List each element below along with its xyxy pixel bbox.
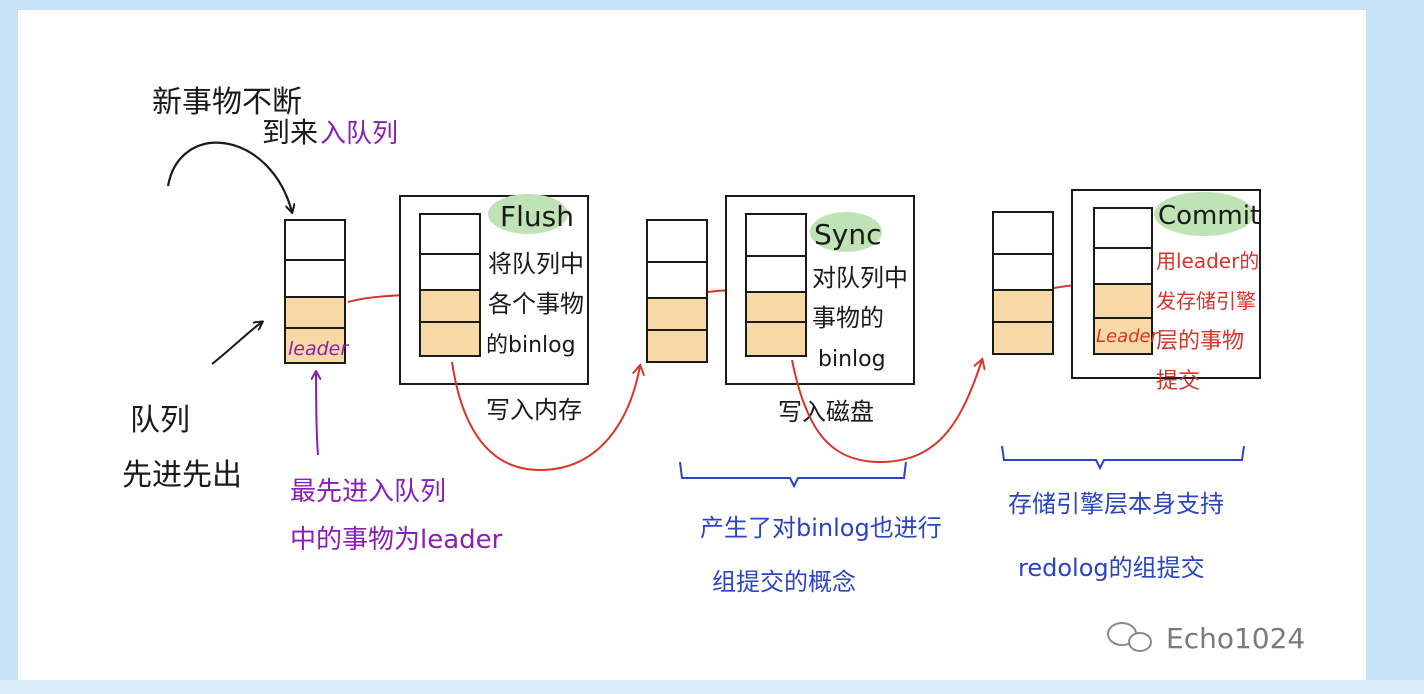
sync-below-text: 写入磁盘 (778, 398, 874, 426)
sync-desc-line3: binlog (818, 347, 886, 372)
bottom-strip (0, 680, 1424, 694)
commit-desc-line2: 发存储引擎 (1156, 289, 1256, 313)
queue-1 (284, 219, 346, 364)
first-in-text-line2: 中的事物为leader (290, 525, 503, 555)
commit-desc-line3: 层的事物 (1156, 329, 1244, 354)
first-in-text-line1: 最先进入队列 (290, 477, 446, 507)
leader-label-3: Leader (1096, 326, 1160, 347)
flush-desc-line1: 将队列中 (488, 250, 584, 278)
commit-desc-line4: 提交 (1156, 369, 1200, 394)
flush-desc-line2: 各个事物 (488, 290, 584, 318)
leader-label-1: leader (288, 338, 349, 360)
sync-brace (679, 461, 907, 489)
commit-note-line1: 存储引擎层本身支持 (1008, 490, 1224, 518)
commit-brace (1001, 445, 1245, 471)
commit-note-line2: redolog的组提交 (1018, 554, 1205, 582)
sync-stage (725, 195, 915, 385)
queue-3 (992, 211, 1054, 355)
queue-entry-arrow (211, 322, 262, 365)
flush-title: Flush (500, 200, 574, 233)
arrow-flush-to-queue2 (451, 361, 640, 472)
new-tx-text-line1: 新事物不断 (152, 85, 302, 120)
flush-desc-line3: 的binlog (486, 333, 576, 358)
queue-text-line1: 队列 (130, 403, 190, 438)
sync-note-line1: 产生了对binlog也进行 (700, 514, 942, 542)
leader-pointer-arrow (316, 372, 318, 456)
sync-desc-line2: 事物的 (812, 304, 884, 332)
incoming-arrow (166, 141, 292, 212)
commit-desc-line1: 用leader的 (1156, 249, 1259, 273)
new-tx-text-line2: 到来 (262, 116, 318, 149)
sync-title: Sync (814, 218, 881, 251)
flush-stage (399, 194, 589, 385)
commit-title: Commit (1158, 201, 1260, 231)
sync-desc-line1: 对队列中 (812, 264, 908, 292)
sync-note-line2: 组提交的概念 (712, 568, 856, 596)
wechat-icon (1107, 622, 1152, 652)
arrow-sync-to-queue3 (791, 360, 982, 464)
enqueue-text: 入队列 (320, 119, 398, 149)
queue-text-line2: 先进先出 (122, 458, 242, 493)
commit-stage (1071, 189, 1261, 379)
watermark-text: Echo1024 (1166, 622, 1305, 655)
flush-below-text: 写入内存 (486, 396, 582, 424)
queue-2 (646, 219, 708, 363)
